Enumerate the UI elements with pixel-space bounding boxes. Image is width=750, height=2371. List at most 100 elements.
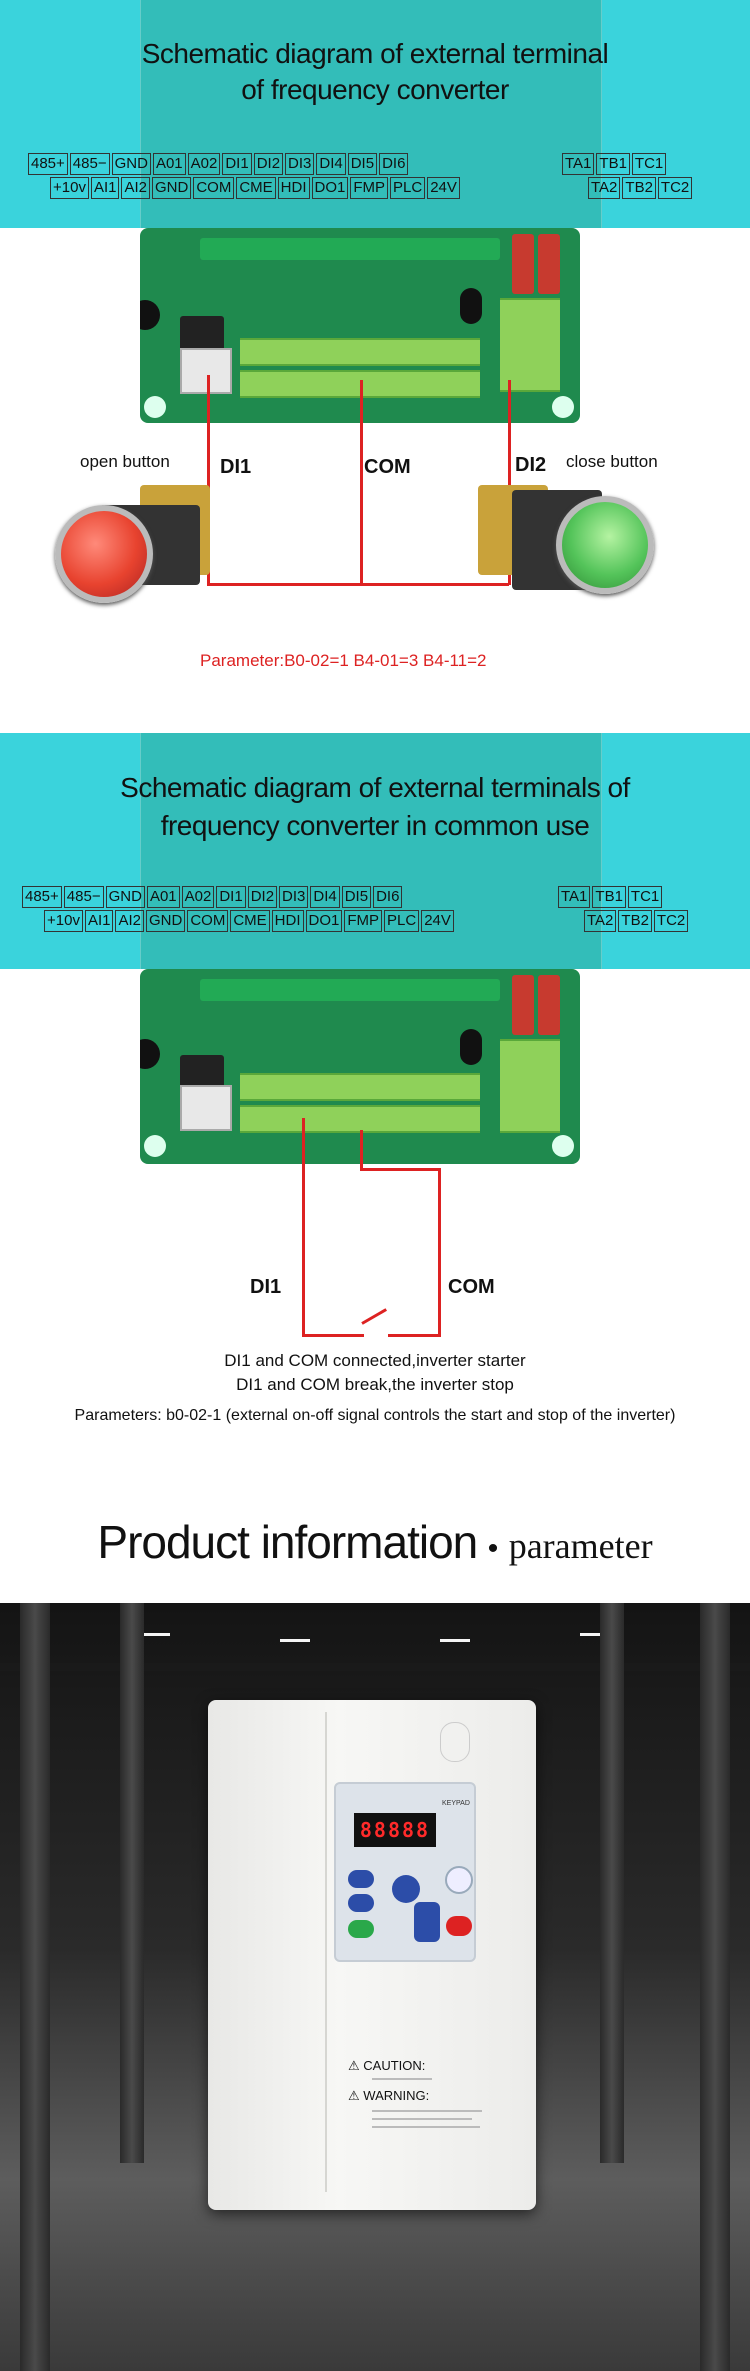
terminal-label: DI5 — [347, 153, 378, 175]
terminal-label: FMP — [344, 910, 383, 932]
wire-di1-vertical — [207, 375, 210, 585]
terminal-label: A01 — [146, 886, 180, 908]
ceiling-light — [280, 1639, 310, 1642]
wire-di2-vertical — [508, 380, 511, 490]
section2-title-line2: frequency converter in common use — [160, 810, 590, 841]
terminal-strip-top — [240, 338, 480, 366]
warning-line — [372, 2110, 482, 2112]
section1-title-line2: of frequency converter — [241, 74, 509, 105]
relay-label: TA1 — [562, 153, 595, 175]
terminal-label: A02 — [187, 153, 221, 175]
wire-com-right — [438, 1168, 441, 1336]
open-button-label: open button — [80, 452, 170, 471]
terminal-row-top-2: 485+ 485− GND A01 A02 DI1 DI2 DI3 DI4 DI… — [22, 886, 404, 908]
terminal-label: DI3 — [279, 886, 309, 908]
pcb-mount-hole — [552, 396, 574, 418]
pcb-ghost-bg — [140, 733, 602, 969]
terminal-label: CME — [230, 910, 270, 932]
relay-terminal-strip — [500, 298, 560, 392]
terminal-label: DI2 — [247, 886, 278, 908]
terminal-label: A01 — [152, 153, 186, 175]
pcb-component — [460, 1029, 482, 1065]
relay-label: TC1 — [627, 886, 663, 908]
pcb-component — [140, 1039, 160, 1069]
keypad-button[interactable] — [348, 1870, 374, 1888]
ceiling-light — [440, 1639, 470, 1642]
terminal-label: 485− — [63, 886, 104, 908]
relay-label: TA1 — [558, 886, 591, 908]
terminal-label: DO1 — [305, 910, 343, 932]
wire-bottom-left — [302, 1334, 364, 1337]
terminal-strip-top — [240, 1073, 480, 1101]
terminal-label: PLC — [390, 177, 426, 199]
relay-label: TB1 — [592, 886, 626, 908]
terminal-label: 485+ — [28, 153, 68, 175]
terminal-label: DI3 — [285, 153, 315, 175]
wire-bottom-right — [388, 1334, 441, 1337]
pcb-mount-hole — [552, 1135, 574, 1157]
relay-label: TA2 — [588, 177, 621, 199]
terminal-label: DI4 — [310, 886, 340, 908]
ceiling-light — [130, 1633, 170, 1636]
relay-label: TC1 — [631, 153, 667, 175]
relay-terminal-strip — [500, 1039, 560, 1133]
relay-component — [538, 234, 560, 294]
product-heading: Product information • parameter — [0, 1515, 750, 1569]
terminal-row-bottom-2: +10v AI1 AI2 GND COM CME HDI DO1 FMP PLC… — [44, 910, 456, 932]
terminal-label: GND — [145, 910, 186, 932]
pcb-mount-hole — [144, 1135, 166, 1157]
pcb-connector — [180, 1085, 232, 1131]
terminal-label: PLC — [384, 910, 420, 932]
section1-title-line1: Schematic diagram of external terminal — [141, 38, 609, 69]
cyan-banner-2 — [0, 733, 750, 969]
product-heading-bullet: • — [487, 1532, 499, 1565]
terminal-label: DI1 — [216, 886, 246, 908]
com-label: COM — [364, 456, 411, 478]
wire-com-vertical — [360, 1130, 363, 1170]
relay-row-top-1: TA1 TB1 TC1 — [562, 153, 668, 175]
terminal-label: +10v — [50, 177, 89, 199]
terminal-row-top-1: 485+ 485− GND A01 A02 DI1 DI2 DI3 DI4 DI… — [28, 153, 410, 175]
terminal-label: DO1 — [311, 177, 349, 199]
terminal-label: HDI — [271, 910, 304, 932]
run-button[interactable] — [348, 1920, 374, 1938]
terminal-label: FMP — [350, 177, 389, 199]
keypad-brand: KEYPAD — [442, 1800, 470, 1807]
switch-contact — [361, 1308, 387, 1325]
relay-row-top-2: TA1 TB1 TC1 — [558, 886, 664, 908]
arrow-pad[interactable] — [414, 1902, 440, 1942]
caution-label: ⚠ CAUTION: — [348, 2058, 426, 2073]
terminal-label: AI2 — [121, 177, 150, 199]
terminal-label: 24V — [427, 177, 460, 199]
terminal-label: COM — [187, 910, 229, 932]
relay-label: TB2 — [622, 177, 656, 199]
terminal-label: A02 — [181, 886, 215, 908]
parameters-text-2: Parameters: b0-02-1 (external on-off sig… — [74, 1407, 676, 1424]
product-heading-sub: parameter — [508, 1526, 653, 1566]
section2-title-line1: Schematic diagram of external terminals … — [120, 772, 630, 803]
wire-di1-vertical — [302, 1118, 305, 1336]
terminal-label: HDI — [277, 177, 310, 199]
keypad-button[interactable] — [348, 1894, 374, 1912]
relay-label: TC2 — [653, 910, 689, 932]
terminal-strip-bottom — [240, 1105, 480, 1133]
terminal-row-bottom-1: +10v AI1 AI2 GND COM CME HDI DO1 FMP PLC… — [50, 177, 462, 199]
terminal-label: DI4 — [316, 153, 346, 175]
terminal-label: AI1 — [90, 177, 120, 199]
caution-line — [372, 2078, 432, 2080]
keypad-button-blue[interactable] — [392, 1875, 420, 1903]
close-button-label: close button — [566, 452, 658, 471]
pillar — [600, 1603, 624, 2163]
di1-label-2: DI1 — [250, 1276, 282, 1298]
relay-label: TA2 — [584, 910, 617, 932]
close-button-icon — [556, 496, 654, 594]
terminal-label: DI1 — [222, 153, 252, 175]
terminal-label: COM — [193, 177, 235, 199]
keypad-button-round[interactable] — [445, 1866, 473, 1894]
stop-button[interactable] — [446, 1916, 472, 1936]
terminal-label: AI1 — [84, 910, 114, 932]
pillar — [120, 1603, 144, 2163]
cyan-banner-1 — [0, 0, 750, 228]
relay-row-bottom-1: TA2 TB2 TC2 — [588, 177, 694, 199]
terminal-label: DI6 — [373, 886, 403, 908]
